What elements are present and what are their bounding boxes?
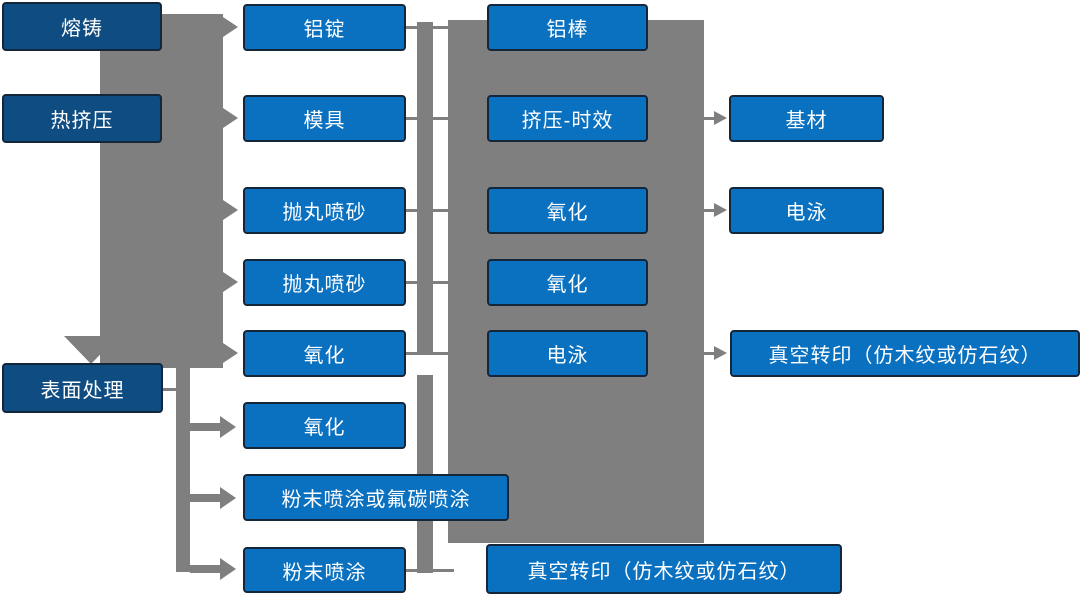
arrow-oxidation-b — [220, 416, 236, 438]
head-base-material — [714, 111, 727, 125]
node-label-base-material: 基材 — [785, 110, 828, 132]
node-label-melt-casting: 熔铸 — [61, 18, 103, 40]
node-label-vacuum-transfer-bottom: 真空转印（仿木纹或仿石纹） — [527, 560, 801, 583]
surface-treatment-tick — [162, 388, 177, 391]
arrow-shot-blasting-1 — [220, 198, 238, 222]
node-oxidation-c: 氧化 — [487, 187, 648, 234]
surface-branch-band — [176, 360, 190, 572]
node-hot-extrusion: 热挤压 — [2, 94, 162, 143]
arrow-aluminum-ingot — [220, 15, 238, 39]
node-powder-coating: 粉末喷涂 — [243, 547, 406, 593]
node-melt-casting: 熔铸 — [2, 2, 162, 51]
arm-powder-coating — [190, 565, 222, 573]
arrow-mold — [220, 106, 238, 130]
node-vacuum-transfer-bottom: 真空转印（仿木纹或仿石纹） — [486, 544, 842, 594]
node-oxidation-b: 氧化 — [243, 402, 406, 449]
tick-shot-blasting-1 — [404, 209, 449, 212]
node-vacuum-transfer-right: 真空转印（仿木纹或仿石纹） — [730, 330, 1080, 377]
arrow-to-hot-extrusion — [102, 62, 156, 90]
node-electrophoresis-a: 电泳 — [487, 330, 648, 377]
tick-aluminum-ingot — [404, 26, 449, 29]
node-label-shot-blasting-2: 抛丸喷砂 — [282, 274, 367, 296]
arrow-oxidation-a — [220, 341, 238, 365]
arm-oxidation-b — [190, 423, 222, 431]
arrow-to-surface-treatment — [64, 336, 118, 364]
node-mold: 模具 — [243, 95, 406, 142]
node-surface-treatment: 表面处理 — [2, 363, 163, 413]
node-oxidation-a: 氧化 — [243, 330, 406, 377]
node-aluminum-rod: 铝棒 — [487, 4, 648, 51]
node-label-shot-blasting-1: 抛丸喷砂 — [282, 202, 367, 224]
line-vacuum-right — [704, 352, 715, 355]
mid-collector-band-upper — [417, 22, 433, 355]
tick-oxidation-a — [404, 352, 449, 355]
node-shot-blasting-1: 抛丸喷砂 — [243, 187, 406, 234]
node-label-powder-coating: 粉末喷涂 — [282, 561, 367, 584]
node-label-vacuum-transfer-right: 真空转印（仿木纹或仿石纹） — [768, 345, 1042, 367]
node-label-extrusion-aging: 挤压-时效 — [521, 110, 614, 132]
node-shot-blasting-2: 抛丸喷砂 — [243, 259, 406, 306]
node-oxidation-d: 氧化 — [487, 259, 648, 306]
arrow-powder-fluorocarbon — [220, 487, 236, 509]
node-base-material: 基材 — [729, 95, 884, 142]
node-label-aluminum-rod: 铝棒 — [546, 19, 589, 41]
tick-shot-blasting-2 — [404, 281, 449, 284]
line-base-material — [704, 117, 715, 120]
node-label-oxidation-b: 氧化 — [303, 417, 346, 439]
tick-mold — [404, 117, 449, 120]
node-label-electrophoresis-b: 电泳 — [785, 202, 828, 224]
head-vacuum-right — [714, 346, 727, 360]
node-label-mold: 模具 — [303, 110, 346, 132]
arrow-powder-coating — [220, 558, 236, 580]
node-extrusion-aging: 挤压-时效 — [487, 95, 648, 142]
node-powder-or-fluorocarbon-coating: 粉末喷涂或氟碳喷涂 — [243, 474, 509, 521]
arrow-shot-blasting-2 — [220, 270, 238, 294]
node-label-surface-treatment: 表面处理 — [40, 379, 125, 402]
node-label-oxidation-a: 氧化 — [303, 345, 346, 367]
node-label-powder-or-fluorocarbon-coating: 粉末喷涂或氟碳喷涂 — [281, 489, 471, 511]
node-label-oxidation-c: 氧化 — [546, 202, 589, 224]
node-label-electrophoresis-a: 电泳 — [546, 345, 589, 367]
node-electrophoresis-b: 电泳 — [729, 187, 884, 234]
tick-powder-coating — [404, 569, 454, 572]
node-label-hot-extrusion: 热挤压 — [50, 110, 114, 132]
head-electrophoresis — [714, 203, 727, 217]
line-electrophoresis — [704, 209, 715, 212]
arm-powder-fluorocarbon — [190, 494, 222, 502]
node-aluminum-ingot: 铝锭 — [243, 4, 406, 51]
node-label-aluminum-ingot: 铝锭 — [303, 19, 346, 41]
node-label-oxidation-d: 氧化 — [546, 274, 589, 296]
